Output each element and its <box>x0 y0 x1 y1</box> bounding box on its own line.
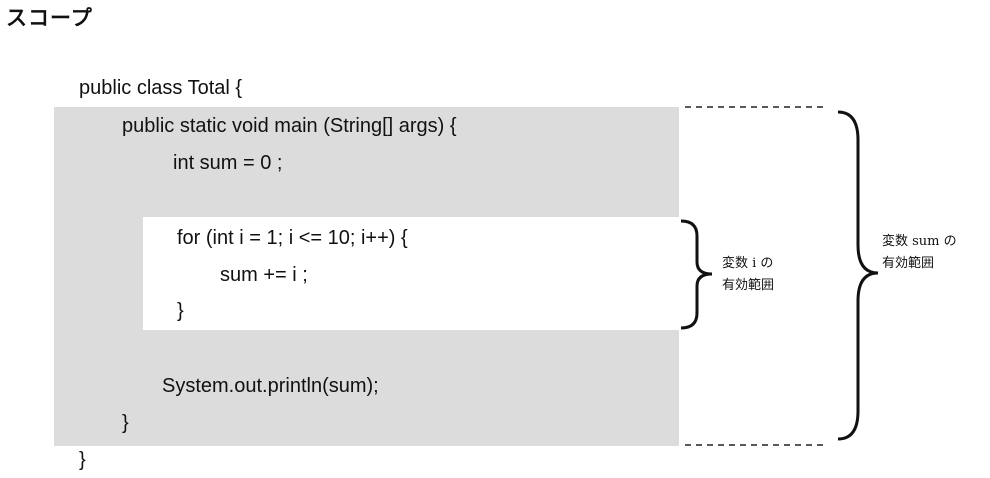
code-line-sum-init: int sum = 0 ; <box>173 152 283 174</box>
code-line-main-decl: public static void main (String[] args) … <box>122 115 457 137</box>
code-line-main-close: } <box>122 412 129 434</box>
code-line-class-close: } <box>79 449 86 471</box>
i-scope-region <box>143 217 679 330</box>
page-title: スコープ <box>6 7 93 30</box>
sum-scope-brace-icon <box>837 110 879 441</box>
i-scope-label-line1: 変数 i の <box>722 256 774 271</box>
sum-scope-label-line2: 有効範囲 <box>882 256 935 271</box>
code-line-println: System.out.println(sum); <box>162 375 379 397</box>
code-line-for-close: } <box>177 300 184 322</box>
code-line-sum-add: sum += i ; <box>220 264 308 286</box>
i-scope-brace-icon <box>680 219 713 330</box>
sum-scope-label-line1: 変数 sum の <box>882 234 957 249</box>
i-scope-label-line2: 有効範囲 <box>722 278 775 293</box>
code-line-class-decl: public class Total { <box>79 77 243 99</box>
code-line-for-loop: for (int i = 1; i <= 10; i++) { <box>177 227 408 249</box>
